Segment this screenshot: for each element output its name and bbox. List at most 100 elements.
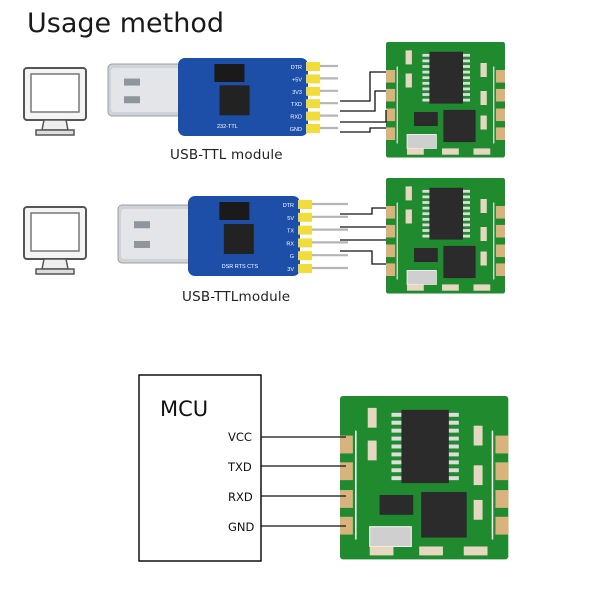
board-pin-label: 3V3 [292, 90, 302, 96]
smd-component [442, 284, 459, 291]
board-pin-label: G [290, 254, 294, 260]
chip-pin [463, 195, 470, 199]
edge-pad [386, 206, 396, 219]
board-silkscreen: DSR RTS CTS [222, 264, 259, 270]
chip-pin [422, 98, 430, 102]
monitor-base [35, 129, 75, 136]
edge-pad [495, 88, 505, 102]
usb-plug-slot [124, 78, 140, 86]
sensor-module-1 [386, 42, 505, 158]
chip-pin [422, 81, 430, 85]
crystal [406, 134, 437, 149]
smd-component [419, 546, 443, 556]
edge-pad [386, 224, 396, 238]
header-pin-housing [298, 200, 312, 209]
chip-pin [422, 206, 430, 210]
regulator [379, 495, 414, 515]
mcu-chip [443, 109, 476, 143]
mcu-chip [443, 245, 476, 279]
chip-pin [463, 212, 470, 216]
header-pin-housing [306, 74, 320, 84]
imu-chip [429, 187, 463, 240]
board-silkscreen: 232-TTL [217, 124, 238, 130]
chip-pin [463, 98, 470, 102]
silkscreen-outline [396, 66, 495, 144]
edge-pad [386, 127, 396, 140]
chip-pin [463, 206, 470, 210]
mcu-pin-txd: TXD [228, 460, 252, 474]
header-pin-housing [298, 225, 312, 235]
edge-pad [495, 435, 509, 454]
usb-plug-1 [107, 63, 183, 117]
usb-plug-face [111, 68, 179, 112]
setup-2-caption: USB-TTLmodule [182, 289, 291, 305]
edge-pad [386, 108, 396, 122]
header-pin-housing [306, 124, 320, 133]
smd-component [407, 284, 424, 291]
header-pin-housing [298, 238, 312, 248]
smd-component [463, 546, 488, 556]
smd-component [473, 499, 483, 520]
monitor-stand [41, 119, 69, 131]
board-pin-label: RX [286, 241, 294, 247]
edge-pad [340, 516, 353, 535]
chip-pin [448, 452, 459, 457]
chip-pin [391, 460, 402, 465]
edge-pad [340, 435, 353, 454]
chip-pin [463, 189, 470, 193]
silkscreen-outline [355, 430, 494, 540]
sensor-module-3 [340, 396, 509, 560]
chip-pin [463, 223, 470, 227]
imu-chip [429, 51, 463, 104]
edge-pad [340, 462, 353, 481]
chip-pin [448, 420, 459, 425]
crystal [369, 526, 412, 547]
header-pin-housing [298, 212, 312, 222]
chip-pin [448, 412, 459, 417]
smd-component [473, 148, 491, 155]
smd-component [473, 425, 483, 446]
chip-pin [463, 81, 470, 85]
chip-pin [391, 476, 402, 481]
smd-component [405, 50, 412, 65]
smd-component [473, 465, 483, 486]
header-pin-housing [306, 62, 320, 71]
usb-plug-2 [117, 204, 193, 264]
board-pin-label: 3V [287, 267, 294, 273]
edge-pad [386, 244, 396, 258]
setup-1-caption: USB-TTL module [170, 147, 283, 163]
usb-plug-face [121, 209, 189, 259]
silkscreen-outline [396, 202, 495, 280]
wire-vcc-2 [340, 207, 386, 215]
usb-plug-slot [134, 221, 150, 229]
computer-monitor-icon [23, 206, 87, 275]
smd-component [367, 440, 377, 461]
edge-pad [495, 244, 505, 258]
mcu-pin-vcc: VCC [228, 430, 252, 444]
edge-pad [495, 206, 505, 219]
sensor-module-2 [386, 178, 505, 294]
chip-pin [463, 70, 470, 74]
chip-pin [422, 223, 430, 227]
monitor-screen [30, 73, 80, 113]
mcu-label: MCU [160, 397, 209, 421]
page-title: Usage method [27, 8, 224, 39]
chip-pin [422, 229, 430, 232]
edge-pad [495, 70, 505, 83]
board-pin-label: GND [290, 127, 302, 133]
board-component [219, 202, 250, 220]
crystal [406, 270, 437, 285]
chip-pin [391, 436, 402, 441]
chip-pin [463, 76, 470, 80]
chip-pin [391, 420, 402, 425]
chip-pin [463, 201, 470, 204]
chip-pin [448, 468, 459, 473]
chip-pin [463, 87, 470, 91]
smd-component [480, 227, 487, 241]
chip-pin [422, 53, 430, 57]
chip-pin [422, 189, 430, 193]
smd-component [480, 115, 487, 130]
